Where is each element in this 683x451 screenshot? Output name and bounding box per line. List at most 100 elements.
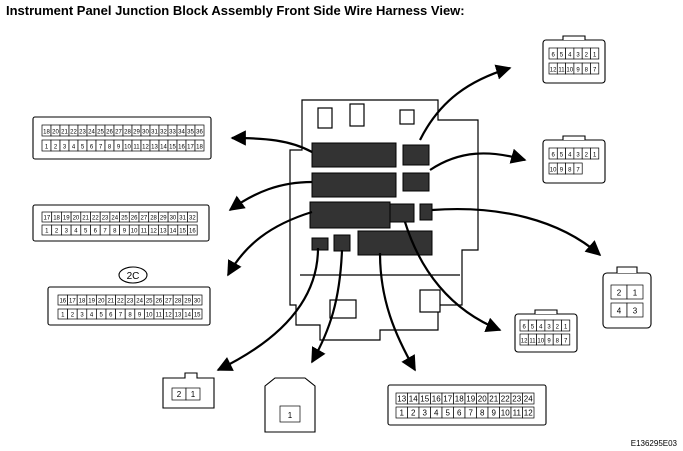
pin-number: 17: [443, 394, 452, 403]
pin-number: 25: [97, 129, 104, 135]
pin-cell: [192, 308, 203, 320]
pin-number: 4: [72, 144, 76, 150]
pin-cell: [187, 224, 198, 236]
pin-number: 21: [107, 299, 114, 305]
pin-number: 10: [146, 313, 153, 319]
pin-number: 11: [558, 67, 565, 73]
pin-number: 3: [576, 152, 580, 158]
pin-cell: [573, 162, 583, 175]
pin-number: 9: [117, 144, 121, 150]
pin-number: 6: [94, 229, 98, 235]
pin-number: 24: [111, 216, 118, 222]
pin-number: 21: [489, 394, 498, 403]
pin-number: 25: [146, 299, 153, 305]
pin-number: 2: [177, 390, 182, 399]
pin-number: 10: [501, 408, 510, 417]
arrow-to-left-2: [228, 180, 313, 211]
pin-number: 6: [109, 313, 113, 319]
pin-number: 16: [432, 394, 441, 403]
pin-number: 6: [90, 144, 94, 150]
pin-number: 24: [88, 129, 95, 135]
pin-number: 28: [175, 299, 182, 305]
pin-number: 1: [400, 408, 405, 417]
pin-cell: [522, 406, 535, 419]
pin-number: 10: [566, 67, 573, 73]
pin-cell: [590, 47, 600, 60]
pin-cell: [192, 294, 203, 306]
arrow-to-right-top: [419, 64, 512, 141]
pin-number: 24: [524, 394, 533, 403]
pin-number: 18: [79, 299, 86, 305]
pin-number: 3: [547, 324, 551, 330]
junction-block-sockets: [309, 142, 433, 256]
pin-cell: [561, 333, 571, 346]
leader-arrows: [216, 64, 602, 372]
pin-number: 3: [65, 229, 69, 235]
pin-number: 5: [531, 324, 535, 330]
pin-number: 17: [69, 299, 76, 305]
arrow-to-single: [311, 249, 344, 364]
pin-number: 4: [617, 307, 622, 316]
pin-number: 14: [160, 144, 167, 150]
pin-number: 30: [142, 129, 149, 135]
arrow-to-small-2: [216, 247, 320, 371]
pin-number: 13: [175, 313, 182, 319]
pin-number: 8: [128, 313, 132, 319]
pin-number: 12: [165, 313, 172, 319]
pin-number: 30: [170, 216, 177, 222]
pin-number: 8: [585, 67, 589, 73]
pin-number: 26: [106, 129, 113, 135]
pin-number: 16: [59, 299, 66, 305]
pin-number: 26: [155, 299, 162, 305]
pin-number: 4: [539, 324, 543, 330]
pin-number: 5: [100, 313, 104, 319]
pin-number: 12: [142, 144, 149, 150]
pin-cell: [187, 211, 198, 223]
pin-number: 1: [633, 289, 638, 298]
pin-number: 1: [61, 313, 65, 319]
pin-number: 2: [556, 324, 560, 330]
pin-number: 1: [45, 229, 49, 235]
pin-number: 7: [576, 167, 580, 173]
pin-number: 15: [169, 144, 176, 150]
pin-number: 1: [564, 324, 568, 330]
pin-number: 10: [550, 167, 557, 173]
pin-number: 1: [191, 390, 196, 399]
pin-number: 23: [79, 129, 86, 135]
pin-number: 5: [560, 152, 564, 158]
pin-number: 27: [115, 129, 122, 135]
pin-number: 3: [576, 52, 580, 58]
arrow-to-left-1: [230, 130, 313, 153]
pin-number: 36: [196, 129, 203, 135]
pin-number: 31: [179, 216, 186, 222]
pin-number: 19: [63, 216, 70, 222]
pin-number: 9: [492, 408, 497, 417]
pin-number: 16: [189, 229, 196, 235]
pin-number: 17: [44, 216, 51, 222]
pin-number: 22: [501, 394, 510, 403]
pin-number: 28: [124, 129, 131, 135]
pin-cell: [185, 387, 201, 401]
pin-number: 12: [524, 408, 533, 417]
pin-number: 8: [556, 338, 560, 344]
pin-number: 13: [160, 229, 167, 235]
pin-number: 10: [131, 229, 138, 235]
pin-number: 17: [187, 144, 194, 150]
pin-number: 11: [513, 408, 522, 417]
pin-number: 8: [113, 229, 117, 235]
pin-number: 2: [71, 313, 75, 319]
pin-number: 12: [150, 229, 157, 235]
pin-number: 22: [70, 129, 77, 135]
pin-number: 6: [457, 408, 462, 417]
pin-number: 19: [88, 299, 95, 305]
arrow-to-right-mid: [429, 148, 527, 171]
pin-number: 5: [81, 144, 85, 150]
pin-number: 4: [434, 408, 439, 417]
pin-number: 2: [55, 229, 59, 235]
pin-number: 12: [550, 67, 557, 73]
arrow-to-right-lower: [403, 221, 502, 332]
pin-number: 2: [585, 52, 589, 58]
pin-number: 8: [568, 167, 572, 173]
pin-number: 33: [169, 129, 176, 135]
